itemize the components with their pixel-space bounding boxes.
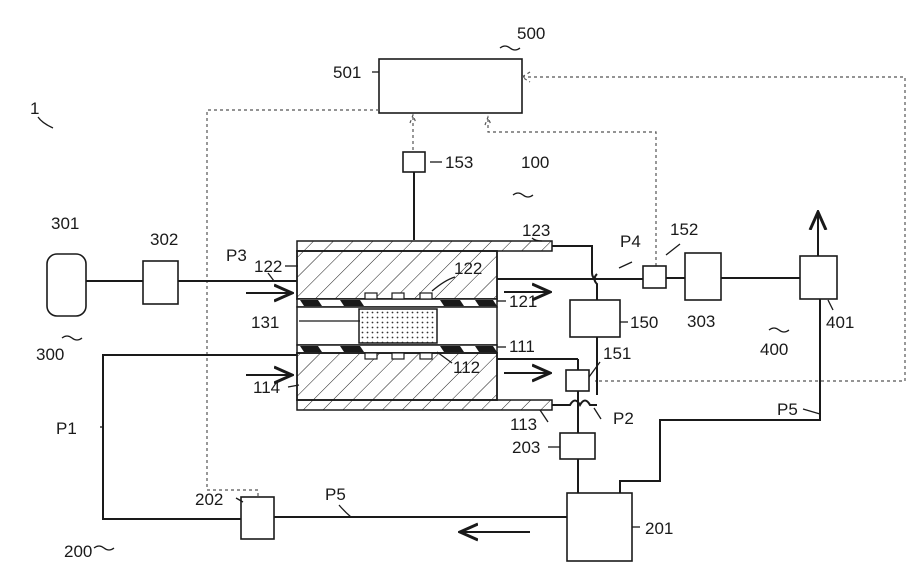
controller-box: [379, 59, 522, 113]
label-123: 123: [522, 221, 550, 240]
label-112: 112: [453, 358, 480, 377]
label-153: 153: [445, 153, 473, 172]
label-201: 201: [645, 519, 673, 538]
air-source-301: [47, 254, 86, 316]
label-401: 401: [826, 313, 854, 332]
label-303: 303: [687, 312, 715, 331]
label-501: 501: [333, 63, 361, 82]
air-compressor-302: [143, 261, 178, 304]
valve-202: [241, 497, 274, 539]
tank-201: [567, 493, 632, 561]
label-151: 151: [603, 344, 631, 363]
label-100: 100: [521, 153, 549, 172]
label-p4: P4: [620, 232, 641, 251]
label-300: 300: [36, 345, 64, 364]
label-301: 301: [51, 214, 79, 233]
label-p1: P1: [56, 419, 77, 438]
label-122-left: 122: [254, 257, 282, 276]
label-500: 500: [517, 24, 545, 43]
label-202: 202: [195, 490, 223, 509]
label-p2: P2: [613, 409, 634, 428]
label-114: 114: [253, 378, 280, 397]
valve-203: [560, 433, 595, 459]
exhaust-valve-401: [800, 256, 837, 299]
sensor-152: [643, 266, 666, 288]
label-131: 131: [251, 313, 279, 332]
sensor-151: [566, 370, 589, 391]
label-121: 121: [509, 292, 537, 311]
label-113: 113: [510, 415, 537, 434]
label-203: 203: [512, 438, 540, 457]
label-302: 302: [150, 230, 178, 249]
label-150: 150: [630, 313, 658, 332]
label-152: 152: [670, 220, 698, 239]
muffler-303: [685, 253, 721, 300]
label-200: 200: [64, 542, 92, 561]
label-400: 400: [760, 340, 788, 359]
label-p5-bottom: P5: [325, 485, 346, 504]
ejector-150: [570, 300, 620, 337]
label-122-right: 122: [454, 259, 482, 278]
label-p5-right: P5: [777, 400, 798, 419]
label-p3: P3: [226, 246, 247, 265]
fuel-cell-stack: [297, 241, 552, 410]
label-fig-ref: 1: [30, 99, 39, 118]
membrane-131: [359, 309, 437, 343]
label-111: 111: [509, 337, 535, 356]
sensor-153: [403, 152, 425, 172]
